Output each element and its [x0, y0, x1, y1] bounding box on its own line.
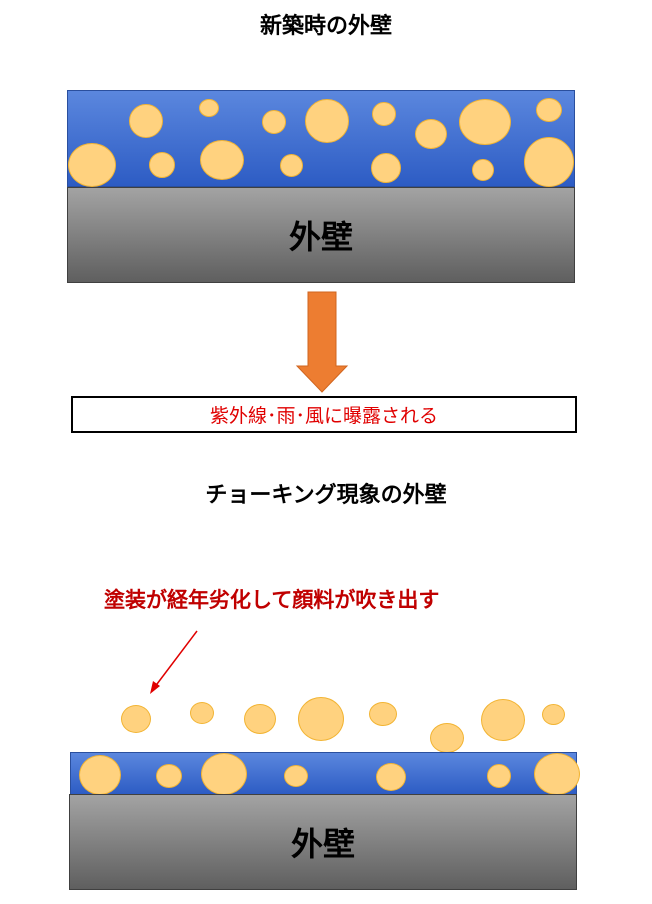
- wall-chalking: 外壁: [69, 794, 577, 890]
- cause-box: 紫外線･雨･風に曝露される: [71, 396, 577, 433]
- released-pigment-particle: [430, 723, 464, 753]
- bottom-title: チョーキング現象の外壁: [205, 483, 447, 508]
- wall-new: 外壁: [67, 187, 575, 283]
- cause-text: 紫外線･雨･風に曝露される: [209, 405, 438, 427]
- pigment-particle: [415, 119, 447, 149]
- pigment-particle: [284, 765, 308, 787]
- annotation-text: 塗装が経年劣化して顔料が吹き出す: [104, 588, 440, 612]
- pigment-particle: [129, 104, 163, 138]
- pigment-particle: [262, 110, 286, 134]
- pigment-particle: [156, 764, 182, 788]
- released-pigment-particle: [369, 702, 397, 726]
- released-pigment-particle: [190, 702, 214, 724]
- pigment-particle: [201, 753, 247, 795]
- pointer-arrow-icon: [150, 630, 198, 694]
- pigment-particle: [487, 764, 511, 788]
- pigment-particle: [149, 152, 175, 178]
- pigment-particle: [68, 143, 116, 187]
- released-pigment-particle: [542, 704, 565, 725]
- wall-label: 外壁: [288, 218, 353, 256]
- pigment-particle: [459, 99, 511, 145]
- pigment-particle: [371, 153, 401, 183]
- wall-label: 外壁: [290, 825, 355, 863]
- pigment-particle: [376, 763, 406, 791]
- released-pigment-particle: [244, 704, 276, 734]
- pigment-particle: [199, 99, 219, 117]
- paint-layer-chalking: [70, 752, 580, 795]
- pigment-particle: [200, 140, 244, 180]
- paint-layer-new: [67, 90, 575, 187]
- pigment-particle: [372, 102, 396, 126]
- pigment-particle: [305, 99, 349, 143]
- pigment-particle: [536, 98, 562, 122]
- released-pigment-particle: [298, 697, 344, 741]
- pigment-particle: [280, 154, 303, 177]
- released-pigment-particle: [121, 705, 151, 733]
- released-pigment-particle: [481, 699, 525, 741]
- pigment-particle: [472, 159, 494, 181]
- pigment-particle: [534, 753, 580, 795]
- pigment-particle: [79, 755, 121, 795]
- pigment-particle: [524, 137, 574, 187]
- down-arrow-icon: [295, 291, 349, 393]
- top-title: 新築時の外壁: [259, 14, 392, 39]
